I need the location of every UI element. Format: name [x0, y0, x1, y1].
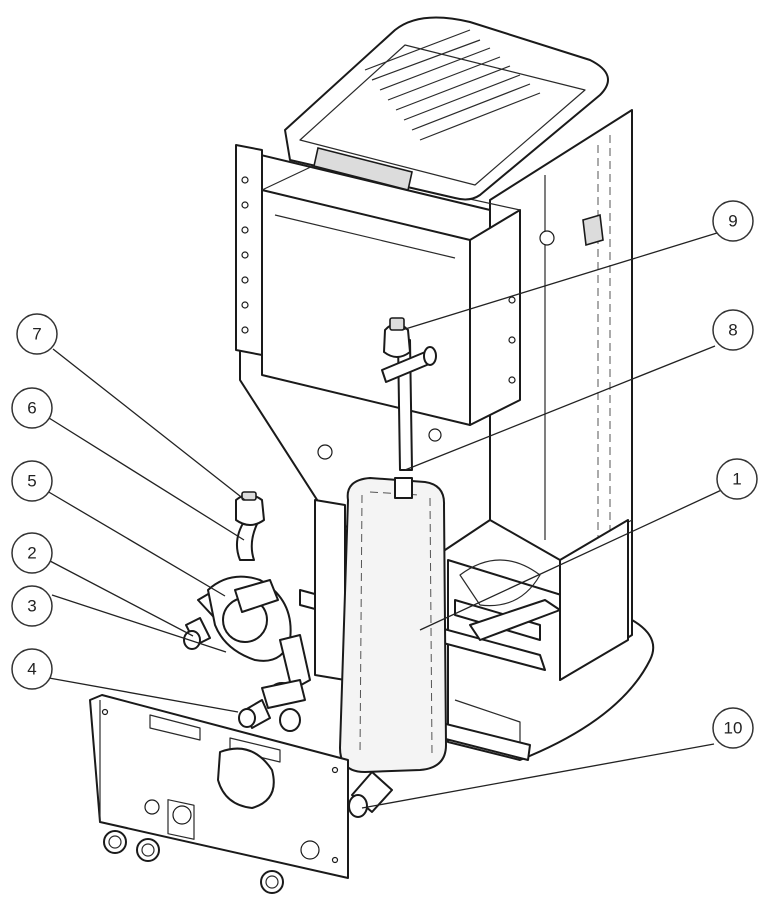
callout-5-label: 5 [27, 472, 36, 491]
front-lower-panel [89, 694, 349, 879]
callout-10-label: 10 [724, 719, 743, 738]
callout-9: 9 [712, 200, 754, 242]
callout-3: 3 [11, 585, 53, 627]
callout-8: 8 [712, 309, 754, 351]
callout-6: 6 [11, 387, 53, 429]
callout-7-label: 7 [32, 325, 41, 344]
pump-assembly [197, 491, 311, 702]
callout-4: 4 [11, 648, 53, 690]
expansion-vessel [339, 477, 447, 818]
callout-3-label: 3 [27, 597, 36, 616]
callout-2-label: 2 [27, 544, 36, 563]
callout-1: 1 [716, 458, 758, 500]
callout-9-label: 9 [728, 212, 737, 231]
callout-4-label: 4 [27, 660, 36, 679]
fittings [183, 617, 306, 732]
loose-nuts [103, 830, 284, 894]
callout-2: 2 [11, 532, 53, 574]
leader-lines [46, 232, 729, 809]
callout-5: 5 [11, 460, 53, 502]
callout-10: 10 [712, 707, 754, 749]
bracket-holes [241, 176, 516, 384]
callout-1-label: 1 [732, 470, 741, 489]
callout-7: 7 [16, 313, 58, 355]
vent-pipe [381, 317, 437, 471]
callout-8-label: 8 [728, 321, 737, 340]
callout-6-label: 6 [27, 399, 36, 418]
